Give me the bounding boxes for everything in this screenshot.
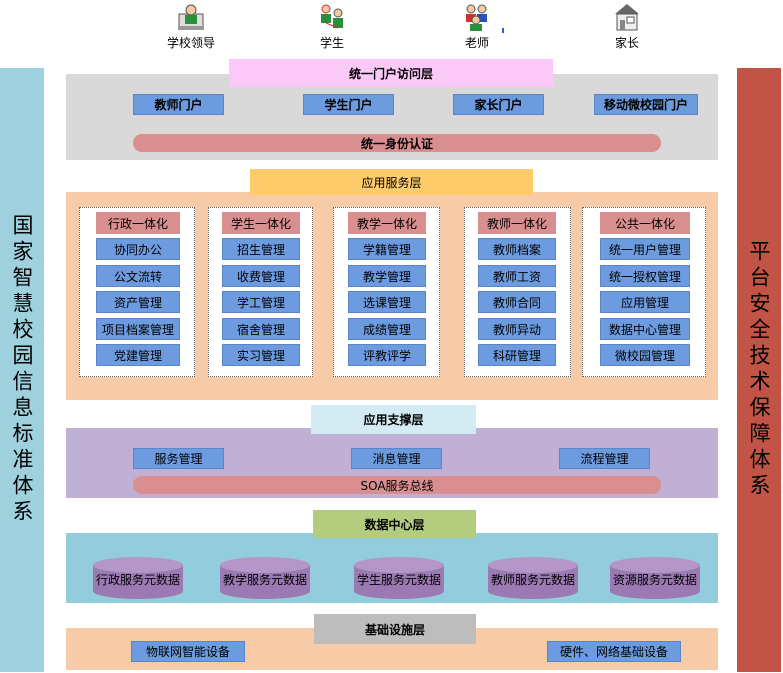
user-label: 学校领导 bbox=[166, 36, 215, 50]
parent-icon bbox=[615, 4, 639, 31]
data-layer-title: 数据中心层 bbox=[313, 510, 476, 538]
service-item: 学工管理 bbox=[222, 291, 300, 313]
service-item: 数据中心管理 bbox=[600, 318, 690, 340]
service-item: 党建管理 bbox=[96, 344, 180, 366]
service-management: 服务管理 bbox=[133, 448, 224, 469]
user-school-leader: 学校领导 bbox=[151, 2, 231, 51]
service-item: 选课管理 bbox=[348, 291, 426, 313]
teacher-portal: 教师门户 bbox=[133, 94, 224, 115]
teaching-metadata-db: 教学服务元数据 bbox=[220, 557, 310, 599]
user-label: 家长 bbox=[614, 36, 639, 50]
public-group-head: 公共一体化 bbox=[600, 212, 690, 234]
teacher-metadata-db: 教师服务元数据 bbox=[488, 557, 578, 599]
right-side-label: 平台安全技术保障体系 bbox=[747, 240, 771, 500]
school-leader-icon bbox=[178, 4, 204, 30]
app-layer-title: 应用服务层 bbox=[250, 169, 533, 195]
user-parent: 家长 bbox=[587, 2, 667, 51]
db-label: 资源服务元数据 bbox=[612, 572, 697, 587]
teacher-icon bbox=[466, 4, 487, 31]
resource-metadata-db: 资源服务元数据 bbox=[610, 557, 700, 599]
service-item: 宿舍管理 bbox=[222, 318, 300, 340]
user-student: 学生 bbox=[292, 2, 372, 51]
admin-group-head: 行政一体化 bbox=[96, 212, 180, 234]
service-item: 项目档案管理 bbox=[96, 318, 180, 340]
db-label: 教学服务元数据 bbox=[222, 572, 307, 587]
service-item: 协同办公 bbox=[96, 238, 180, 260]
student-metadata-db: 学生服务元数据 bbox=[354, 557, 444, 599]
service-item: 学籍管理 bbox=[348, 238, 426, 260]
mobile-campus-portal: 移动微校园门户 bbox=[594, 94, 698, 115]
service-item: 公文流转 bbox=[96, 265, 180, 287]
service-item: 教师档案 bbox=[478, 238, 556, 260]
iot-devices: 物联网智能设备 bbox=[131, 641, 245, 662]
left-side-standards-bar: 国家智慧校园信息标准体系 bbox=[0, 68, 44, 672]
user-label: 学生 bbox=[319, 36, 344, 50]
service-item: 微校园管理 bbox=[600, 344, 690, 366]
service-item: 评教评学 bbox=[348, 344, 426, 366]
teaching-group-head: 教学一体化 bbox=[348, 212, 426, 234]
process-management: 流程管理 bbox=[559, 448, 650, 469]
service-item: 实习管理 bbox=[222, 344, 300, 366]
student-portal: 学生门户 bbox=[303, 94, 394, 115]
service-item: 统一授权管理 bbox=[600, 265, 690, 287]
unified-auth-bar: 统一身份认证 bbox=[133, 134, 661, 152]
right-side-security-bar: 平台安全技术保障体系 bbox=[737, 68, 781, 672]
left-side-label: 国家智慧校园信息标准体系 bbox=[10, 214, 34, 526]
student-group-head: 学生一体化 bbox=[222, 212, 300, 234]
service-item: 统一用户管理 bbox=[600, 238, 690, 260]
student-icon bbox=[321, 4, 343, 29]
portal-layer-title: 统一门户访问层 bbox=[229, 59, 553, 87]
message-management: 消息管理 bbox=[351, 448, 442, 469]
db-label: 行政服务元数据 bbox=[95, 572, 180, 587]
service-item: 教师异动 bbox=[478, 318, 556, 340]
service-item: 招生管理 bbox=[222, 238, 300, 260]
infra-layer-title: 基础设施层 bbox=[314, 614, 476, 644]
service-item: 收费管理 bbox=[222, 265, 300, 287]
service-item: 教师合同 bbox=[478, 291, 556, 313]
hardware-network-infra: 硬件、网络基础设备 bbox=[547, 641, 681, 662]
db-label: 教师服务元数据 bbox=[490, 572, 575, 587]
user-teacher: 老师 bbox=[437, 2, 517, 51]
admin-metadata-db: 行政服务元数据 bbox=[93, 557, 183, 599]
parent-portal: 家长门户 bbox=[453, 94, 544, 115]
service-item: 资产管理 bbox=[96, 291, 180, 313]
soa-service-bus: SOA服务总线 bbox=[133, 476, 661, 494]
service-item: 教师工资 bbox=[478, 265, 556, 287]
db-label: 学生服务元数据 bbox=[356, 572, 441, 587]
service-item: 教学管理 bbox=[348, 265, 426, 287]
teacher-group-head: 教师一体化 bbox=[478, 212, 556, 234]
service-item: 成绩管理 bbox=[348, 318, 426, 340]
user-label: 老师 bbox=[464, 36, 489, 50]
service-item: 科研管理 bbox=[478, 344, 556, 366]
decorative-mark bbox=[502, 28, 504, 33]
service-item: 应用管理 bbox=[600, 291, 690, 313]
support-layer-title: 应用支撑层 bbox=[311, 405, 476, 434]
